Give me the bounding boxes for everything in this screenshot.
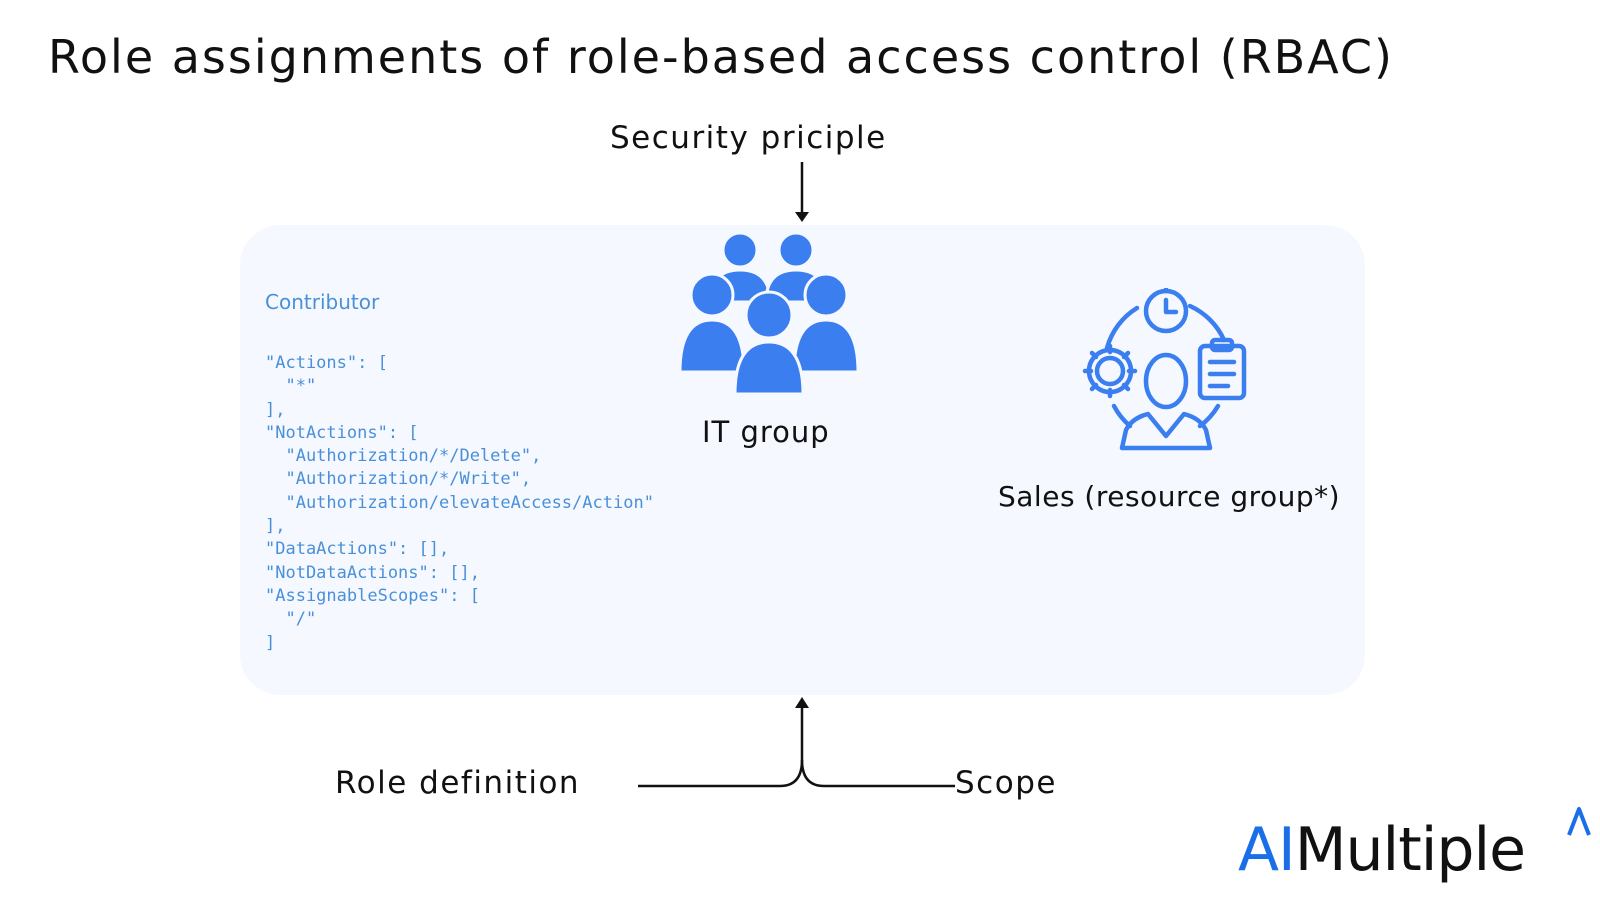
scope-label: Scope bbox=[955, 765, 1057, 801]
sales-resource-group-label: Sales (resource group*) bbox=[998, 480, 1341, 513]
people-group-icon bbox=[678, 231, 865, 406]
aimultiple-logo: AIMultiple bbox=[1238, 815, 1526, 885]
role-scope-merge-arrow bbox=[638, 697, 955, 788]
role-definition-label: Role definition bbox=[335, 765, 581, 801]
security-principle-arrow bbox=[795, 162, 809, 222]
role-definition-code: "Actions": [ "*" ], "NotActions": [ "Aut… bbox=[265, 353, 654, 653]
it-group-label: IT group bbox=[702, 415, 830, 449]
page-title: Role assignments of role-based access co… bbox=[48, 30, 1394, 84]
role-definition-title: Contributor bbox=[265, 290, 380, 314]
logo-mark-icon bbox=[1565, 805, 1595, 849]
resource-group-icon bbox=[1082, 286, 1252, 462]
security-principle-label: Security priciple bbox=[610, 120, 887, 156]
